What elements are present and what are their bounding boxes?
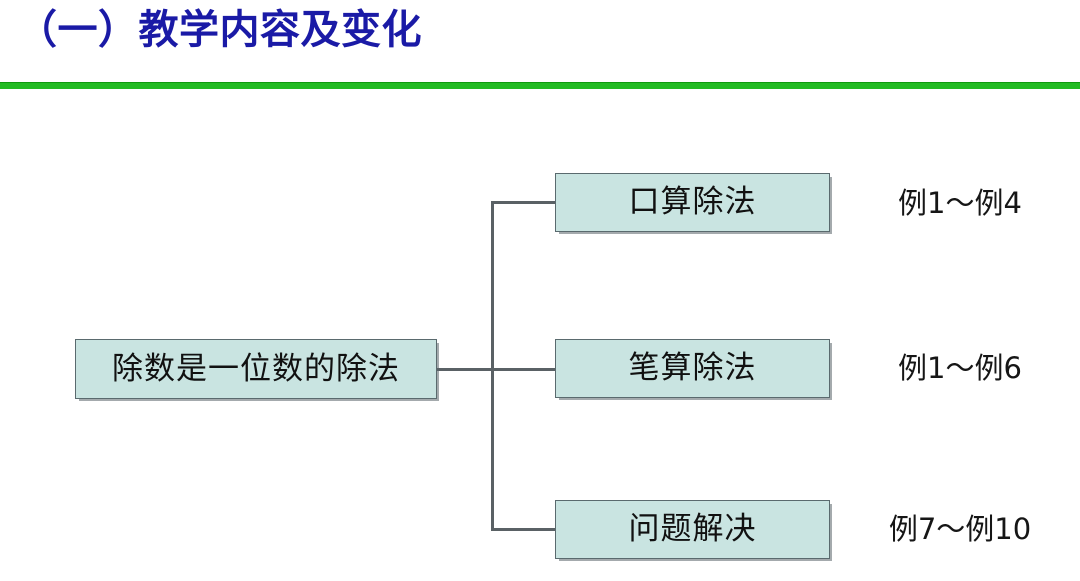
example-range-label-3: 例7～例10 [888, 512, 1032, 546]
example-range-label-1: 例1～例4 [898, 186, 1022, 220]
content-structure-diagram: 除数是一位数的除法 口算除法 笔算除法 问题解决 例1～例4 例1～例6 例7～… [0, 89, 1080, 581]
connector-spine-to-branch-3 [491, 528, 557, 531]
connector-spine-to-branch-1 [491, 201, 557, 204]
title-underline-rule [0, 82, 1080, 89]
node-box-root: 除数是一位数的除法 [75, 339, 437, 399]
example-range-label-2: 例1～例6 [898, 351, 1022, 385]
page-title: （一）教学内容及变化 [17, 7, 422, 53]
connector-vertical-spine [491, 201, 494, 530]
node-box-oral-division: 口算除法 [555, 173, 830, 232]
connector-root-to-spine [437, 368, 555, 371]
node-box-written-division: 笔算除法 [555, 339, 830, 398]
node-box-problem-solving: 问题解决 [555, 500, 830, 559]
